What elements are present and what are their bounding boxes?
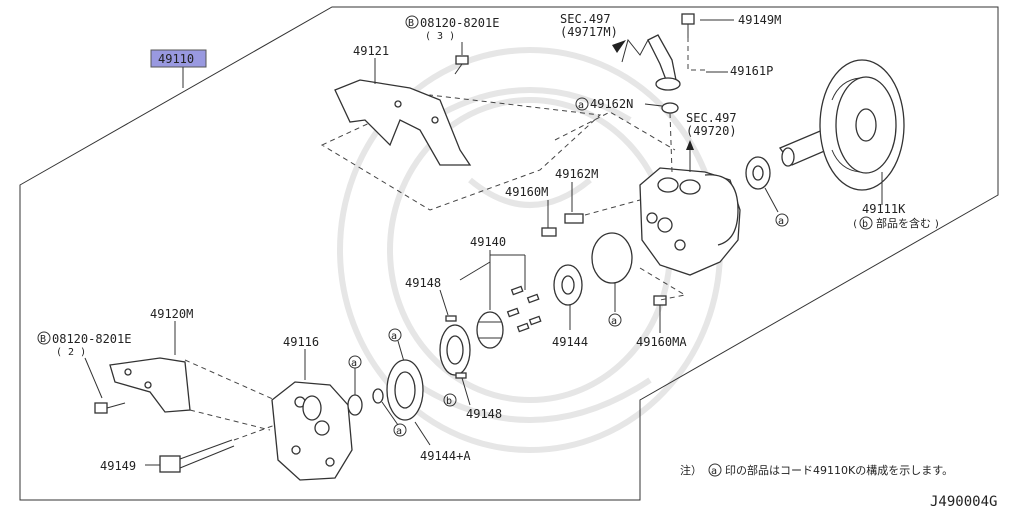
label-49116[interactable]: 49116 — [283, 335, 319, 349]
plate-icon — [553, 264, 583, 306]
label-49121[interactable]: 49121 — [353, 44, 389, 58]
bolt-icon — [159, 439, 235, 473]
label-bolt-top-qty: ( 3 ) — [425, 31, 455, 42]
svg-text:a: a — [391, 331, 397, 342]
cam-ring-icon — [386, 359, 424, 421]
label-49148-bottom[interactable]: 49148 — [466, 407, 502, 421]
label-49111k-note: 部品を含む — [876, 216, 931, 230]
pump-housing-icon — [271, 381, 353, 481]
label-49144[interactable]: 49144 — [552, 335, 588, 349]
label-sec497-top-line2[interactable]: (49717M) — [560, 25, 618, 39]
svg-text:a: a — [578, 100, 584, 111]
svg-text:(: ( — [852, 219, 858, 230]
seal-icon — [745, 156, 771, 190]
cam-ring-icon — [439, 324, 471, 376]
o-ring-icon — [347, 394, 363, 416]
label-bolt-top-code[interactable]: 08120-8201E — [420, 16, 499, 30]
label-49149m[interactable]: 49149M — [738, 13, 781, 27]
o-ring-icon — [661, 102, 679, 114]
label-sec497-mid-line1[interactable]: SEC.497 — [686, 111, 737, 125]
label-49111k[interactable]: 49111K — [862, 202, 906, 216]
label-49148-top[interactable]: 49148 — [405, 276, 441, 290]
pump-body-icon — [639, 167, 741, 276]
o-ring-icon — [591, 232, 633, 284]
label-49149[interactable]: 49149 — [100, 459, 136, 473]
svg-text:a: a — [351, 358, 357, 369]
spring-icon — [564, 213, 584, 224]
footnote-text: 印の部品はコード49110Kの構成を示します。 — [725, 463, 953, 477]
svg-text:): ) — [934, 219, 940, 230]
svg-text:a: a — [711, 466, 717, 477]
label-49144a[interactable]: 49144+A — [420, 449, 471, 463]
label-49160ma[interactable]: 49160MA — [636, 335, 687, 349]
svg-text:b: b — [446, 396, 452, 407]
assembly-code-label[interactable]: 49110 — [158, 52, 194, 66]
label-49162m[interactable]: 49162M — [555, 167, 598, 181]
label-bolt-left-qty: ( 2 ) — [56, 347, 86, 358]
label-sec497-top-line1[interactable]: SEC.497 — [560, 12, 611, 26]
svg-text:a: a — [396, 426, 402, 437]
bracket-icon — [334, 79, 472, 166]
diagram-code: J490004G — [930, 494, 997, 510]
svg-text:a: a — [778, 216, 784, 227]
label-bolt-left-code[interactable]: 08120-8201E — [52, 332, 131, 346]
bolt-icon — [454, 55, 469, 75]
plug-icon — [653, 295, 667, 306]
label-sec497-mid-line2[interactable]: (49720) — [686, 124, 737, 138]
assembly-highlight — [150, 49, 207, 68]
svg-text:b: b — [862, 219, 868, 230]
vane-icon — [506, 285, 542, 333]
rotor-icon — [476, 311, 504, 349]
label-49120m[interactable]: 49120M — [150, 307, 193, 321]
label-49140[interactable]: 49140 — [470, 235, 506, 249]
spring-icon — [541, 227, 557, 237]
bolt-icon — [681, 13, 695, 38]
ref-circle-b-top — [405, 15, 419, 29]
label-49161p[interactable]: 49161P — [730, 64, 773, 78]
svg-text:a: a — [611, 316, 617, 327]
footnote-prefix: 注） — [680, 463, 702, 477]
frame-outline — [19, 6, 999, 501]
bolt-icon — [94, 402, 126, 414]
label-49162n[interactable]: 49162N — [590, 97, 633, 111]
arrow-icon — [686, 140, 694, 150]
svg-text:B: B — [40, 334, 46, 345]
arrow-icon — [612, 40, 626, 53]
svg-text:B: B — [408, 18, 414, 29]
label-49160m[interactable]: 49160M — [505, 185, 548, 199]
suction-pipe-icon — [647, 34, 681, 91]
pulley-icon — [779, 59, 905, 191]
